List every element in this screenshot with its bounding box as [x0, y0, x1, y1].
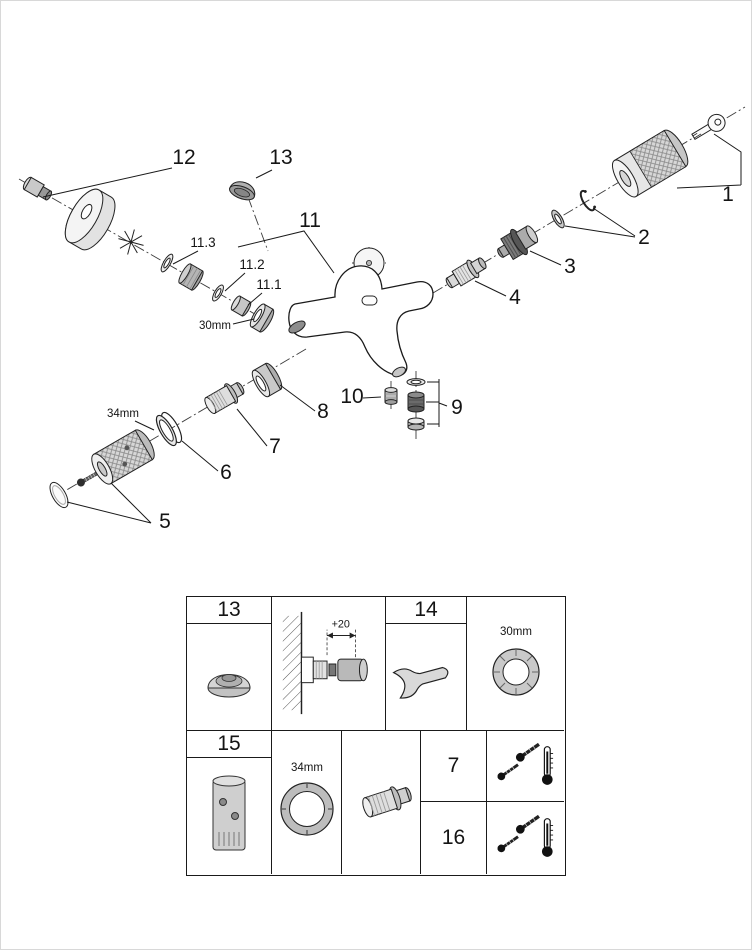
table-cell-13: 13 — [187, 597, 272, 731]
body-inlet-port — [288, 320, 306, 334]
nut-30mm-icon: 30mm — [491, 626, 540, 696]
part4-check-valve — [445, 257, 487, 289]
part2-washer — [551, 209, 565, 229]
part11-nut-11-1 — [230, 295, 252, 317]
ring-34mm-icon: 34mm — [279, 762, 334, 836]
callout-11: 11 — [299, 209, 321, 232]
table-cell-14-number: 14 — [386, 597, 466, 624]
dim-30mm: 30mm — [199, 320, 231, 332]
part5-sleeve — [91, 429, 155, 485]
part6-ring-nut-34mm — [155, 411, 183, 447]
leader-11-3 — [172, 250, 199, 265]
part2-snap-ring — [579, 189, 597, 212]
table-cell-15: 15 — [187, 731, 272, 874]
part11-washer-11-3 — [160, 253, 174, 273]
screws-thermometer-icon-16 — [496, 814, 553, 857]
callout-13: 13 — [269, 146, 292, 169]
table-cell-7-number: 7 — [421, 731, 487, 801]
table-subrow-7: 7 — [421, 731, 564, 802]
leader-13 — [255, 169, 273, 179]
table-cell-valve — [342, 731, 421, 874]
callout-11-2: 11.2 — [239, 257, 264, 272]
screws-thermometer-icon-7 — [496, 742, 553, 785]
table-cell-14: 14 — [386, 597, 467, 731]
part10-plug — [384, 387, 398, 405]
body-button — [361, 295, 378, 306]
part7-check-valve — [204, 382, 245, 414]
part1-key — [691, 113, 726, 141]
part5-screw — [76, 471, 98, 487]
leader-11 — [237, 230, 335, 274]
part11-ribbed-ring — [178, 263, 204, 291]
leader-1 — [676, 133, 742, 189]
ring-nut-30mm — [249, 303, 275, 333]
leader-6 — [181, 440, 219, 472]
leader-8 — [279, 384, 316, 412]
installation-diagram-icon: +20 — [282, 611, 368, 714]
part1-handle — [611, 129, 689, 198]
callout-11-3: 11.3 — [190, 235, 215, 250]
table-cell-13-number: 13 — [187, 597, 271, 624]
part12-fitting — [22, 176, 53, 201]
exploded-view: 12 13 11 11.3 11.2 11.1 30mm 4 3 2 1 10 … — [18, 106, 746, 533]
leader-4 — [474, 280, 507, 297]
spout-tip — [392, 366, 406, 378]
check-valve-icon — [362, 785, 412, 817]
table-cell-installation: +20 — [272, 597, 386, 731]
wrench-icon — [392, 666, 449, 699]
leader-11-2 — [224, 272, 246, 292]
callout-5: 5 — [159, 510, 171, 533]
part12-escutcheon — [64, 188, 116, 251]
callout-9: 9 — [451, 396, 463, 419]
dim-34mm: 34mm — [107, 408, 139, 420]
part3-thermo-cartridge — [497, 225, 539, 261]
leader-5 — [66, 482, 152, 524]
ring-size-label: 34mm — [291, 762, 323, 774]
leader-11-1 — [247, 292, 263, 306]
callout-3: 3 — [564, 255, 576, 278]
nut-size-label: 30mm — [500, 626, 532, 638]
leader-7 — [236, 408, 268, 447]
callout-1: 1 — [722, 183, 734, 206]
axis-line-part13 — [247, 196, 269, 252]
table-cell-nut-30mm: 30mm — [467, 597, 564, 731]
part8-ring-nut — [251, 362, 283, 398]
callout-12: 12 — [172, 146, 195, 169]
leader-2 — [564, 207, 636, 238]
callout-2: 2 — [638, 226, 650, 249]
leader-34mm — [134, 420, 155, 431]
part5-cap — [49, 481, 69, 509]
cartridge-sleeve-icon — [212, 775, 246, 851]
part11-washer-11-2 — [212, 284, 224, 302]
leader-10 — [362, 396, 382, 399]
callout-8: 8 — [317, 400, 329, 423]
table-cell-15-number: 15 — [187, 731, 271, 758]
leader-3 — [529, 250, 562, 266]
callout-7: 7 — [269, 435, 281, 458]
axis-line-upper-left — [18, 178, 268, 322]
table-subrow-16: 16 — [421, 802, 564, 874]
part9-washer — [406, 378, 426, 386]
table-cell-16-number: 16 — [421, 802, 487, 874]
part13-aerator — [229, 181, 256, 201]
leader-9 — [426, 379, 448, 427]
table-cell-7-16: 7 — [421, 731, 564, 874]
mixer-body — [288, 265, 434, 378]
parts-table: 13 — [186, 596, 566, 876]
callout-4: 4 — [509, 286, 521, 309]
callout-10: 10 — [340, 385, 363, 408]
aerator-icon — [207, 674, 251, 698]
star-marker — [118, 229, 144, 255]
offset-dimension-label: +20 — [331, 618, 349, 630]
part9-ring — [407, 417, 425, 431]
leader-30mm — [232, 318, 255, 325]
leader-12 — [42, 167, 173, 198]
table-cell-ring-34mm: 34mm — [272, 731, 342, 874]
part9-regulator — [407, 391, 425, 413]
callout-6: 6 — [220, 461, 232, 484]
callout-11-1: 11.1 — [256, 277, 281, 292]
